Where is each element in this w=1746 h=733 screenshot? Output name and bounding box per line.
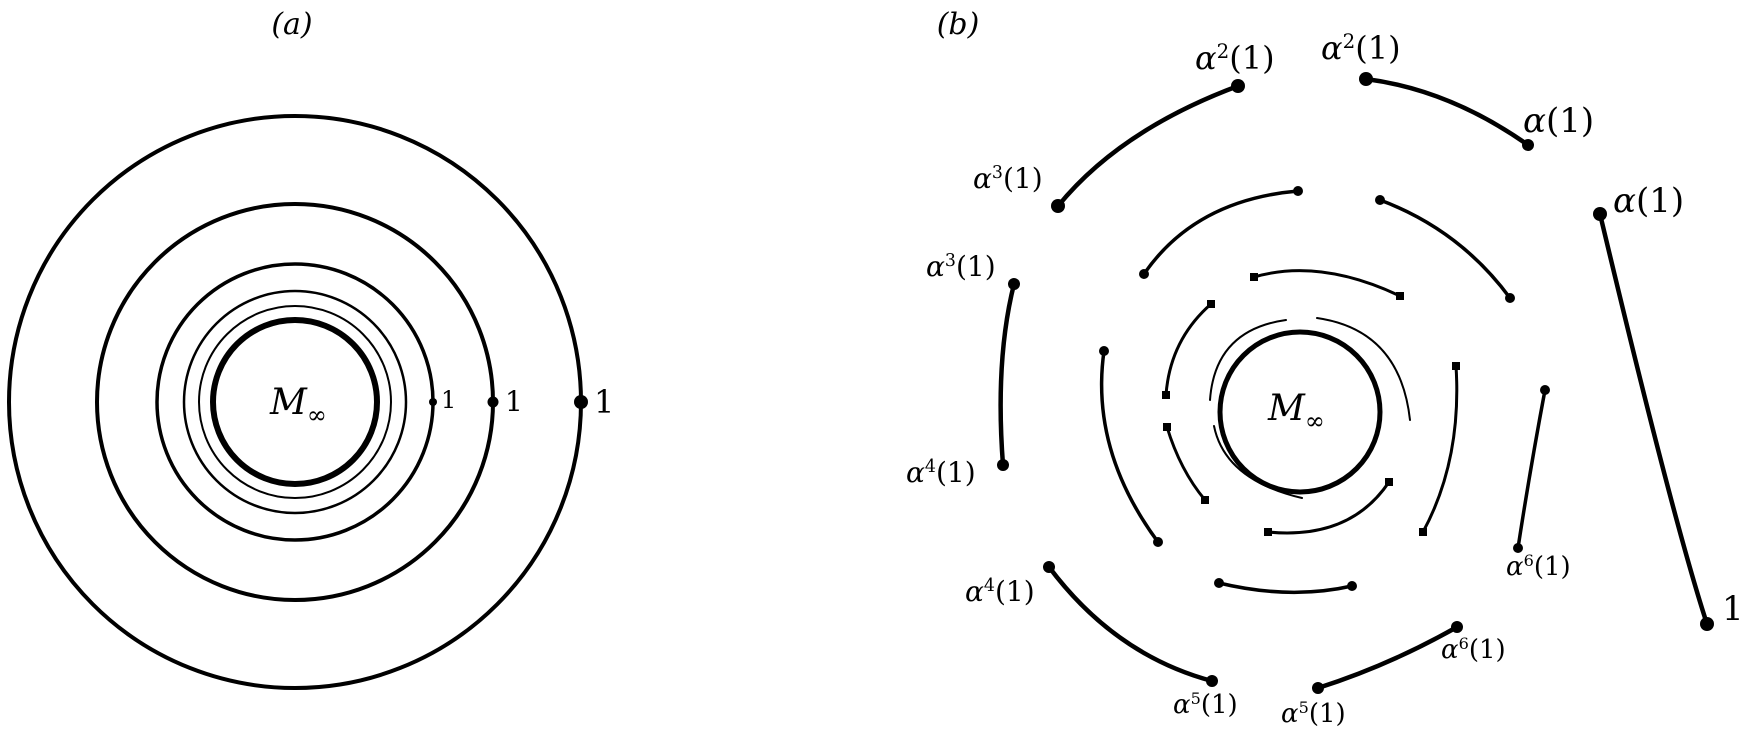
inner-arc-2	[1252, 269, 1402, 298]
outer-arc-1	[1597, 211, 1710, 627]
panel-a-mark-outer: 1	[594, 383, 614, 421]
outer-point	[1206, 675, 1218, 687]
outer-point	[1359, 72, 1373, 86]
outer-point	[997, 459, 1009, 471]
inner-point	[1452, 362, 1460, 370]
middle-point	[1513, 543, 1523, 553]
outer-point	[1051, 199, 1065, 213]
label-alpha4-upper: α4(1)	[906, 456, 976, 489]
inner-point	[1207, 300, 1215, 308]
outer-arc-2	[1363, 76, 1531, 148]
innermost-arc-3	[1213, 425, 1303, 499]
panel-a-point-outer	[574, 395, 588, 409]
outer-arc-4	[998, 281, 1017, 468]
panel-a: (a) 1 1 1 M∞	[7, 7, 614, 690]
outer-point	[1008, 278, 1020, 290]
panel-b-limit-circle	[1217, 329, 1383, 495]
middle-point	[1293, 186, 1303, 196]
label-alpha4-lower: α4(1)	[965, 575, 1035, 608]
outer-point	[1451, 621, 1463, 633]
innermost-arc-2	[1209, 319, 1287, 401]
inner-point	[1385, 478, 1393, 486]
label-alpha-upper: α(1)	[1523, 101, 1595, 141]
outer-arc-6	[1315, 624, 1460, 691]
outer-point	[1593, 207, 1607, 221]
panel-a-limit-circle	[210, 317, 380, 487]
inner-point	[1419, 528, 1427, 536]
middle-point	[1505, 293, 1515, 303]
panel-b-innermost-arcs	[1209, 317, 1411, 499]
middle-point	[1099, 346, 1109, 356]
inner-point	[1201, 496, 1209, 504]
inner-point	[1163, 423, 1171, 431]
label-alpha2-right: α2(1)	[1321, 29, 1401, 67]
inner-point	[1264, 528, 1272, 536]
panel-b-middle-arcs	[1099, 189, 1547, 595]
inner-point	[1162, 391, 1170, 399]
outer-point	[1231, 79, 1245, 93]
middle-point	[1347, 581, 1357, 591]
panel-b-outer-points	[997, 72, 1714, 694]
label-alpha5-left: α5(1)	[1173, 689, 1238, 720]
panel-b-center-label: M∞	[1267, 388, 1325, 435]
panel-b-middle-points	[1099, 186, 1550, 591]
label-one: 1	[1722, 589, 1744, 629]
inner-point	[1250, 273, 1258, 281]
panel-a-center-label: M∞	[269, 382, 327, 429]
panel-a-ring-4	[182, 289, 408, 515]
label-alpha3-lower: α3(1)	[926, 250, 996, 283]
panel-a-mark-inner: 1	[441, 386, 456, 414]
inner-arc-1	[1421, 364, 1459, 534]
label-alpha6-lower: α6(1)	[1441, 634, 1506, 665]
inner-arc-3	[1164, 302, 1213, 397]
middle-point	[1153, 537, 1163, 547]
panel-b: (b) M∞	[937, 7, 1714, 694]
panel-b-outer-arcs	[998, 76, 1710, 691]
middle-point	[1214, 578, 1224, 588]
panel-b-inner-arcs	[1164, 269, 1459, 535]
panel-a-point-inner	[429, 398, 437, 406]
label-alpha2-left: α2(1)	[1195, 39, 1275, 77]
innermost-arc-1	[1316, 317, 1411, 421]
outer-point	[1522, 139, 1534, 151]
inner-point	[1396, 292, 1404, 300]
outer-arc-3	[1055, 83, 1241, 209]
panel-b-inner-points	[1162, 273, 1460, 536]
middle-point	[1540, 385, 1550, 395]
label-alpha-right: α(1)	[1613, 181, 1685, 221]
middle-arc-4	[1099, 349, 1160, 544]
label-alpha5-right: α5(1)	[1281, 698, 1346, 729]
middle-point	[1139, 269, 1149, 279]
middle-point	[1375, 195, 1385, 205]
panel-b-label: (b)	[937, 7, 980, 42]
panel-a-label: (a)	[271, 7, 312, 42]
panel-a-ring-5	[198, 305, 392, 499]
middle-arc-1	[1516, 388, 1547, 550]
middle-arc-3	[1142, 189, 1300, 276]
label-alpha3-upper: α3(1)	[973, 162, 1043, 195]
inner-arc-4	[1165, 425, 1207, 502]
outer-arc-5	[1046, 564, 1215, 684]
inner-arc-5	[1266, 480, 1391, 535]
panel-a-mark-middle: 1	[505, 385, 523, 418]
label-alpha6-upper: α6(1)	[1506, 551, 1571, 582]
outer-point	[1312, 682, 1324, 694]
middle-arc-5	[1217, 581, 1354, 595]
panel-a-point-middle	[487, 396, 499, 408]
outer-point	[1043, 561, 1055, 573]
outer-point	[1700, 617, 1714, 631]
middle-arc-2	[1378, 198, 1512, 300]
